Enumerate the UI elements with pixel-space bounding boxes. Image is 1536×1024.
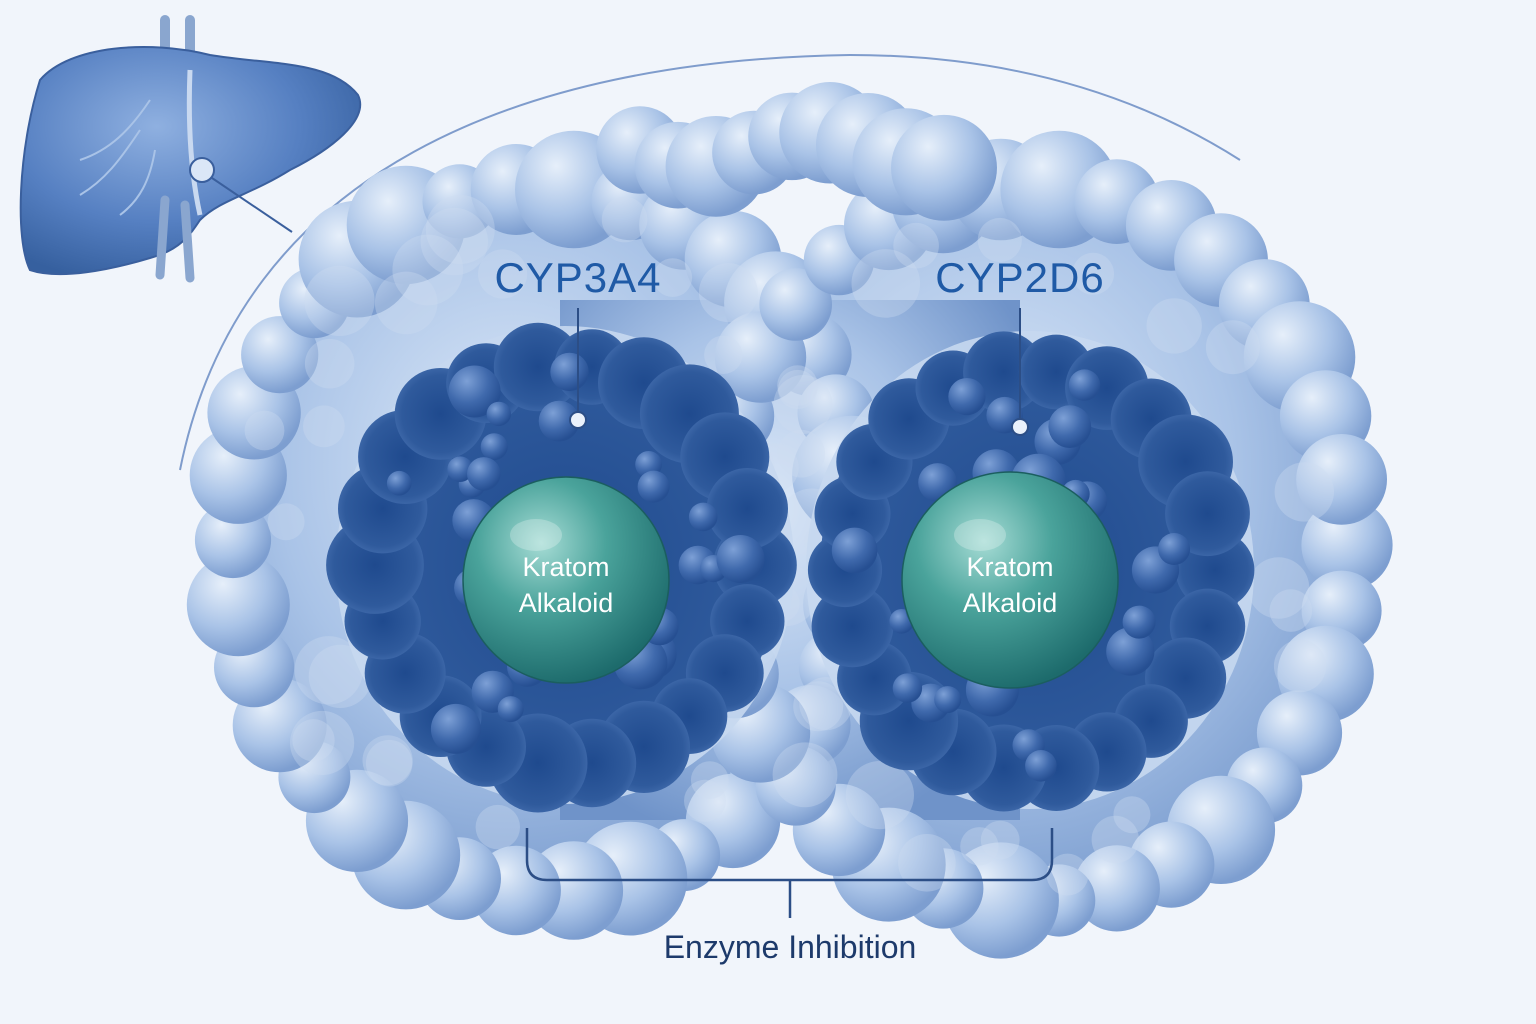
surface-texture (476, 805, 520, 849)
surface-texture (1274, 640, 1326, 692)
ligand-highlight (954, 519, 1006, 551)
pocket-residue (893, 673, 922, 702)
ligand-label-left-line2: Alkaloid (519, 588, 614, 618)
surface-texture (981, 821, 1020, 860)
surface-texture (1270, 589, 1313, 632)
surface-texture (1206, 320, 1260, 374)
surface-texture (898, 834, 956, 892)
surface-texture (375, 272, 438, 335)
surface-texture (304, 266, 374, 336)
enzyme-label-cyp2d6: CYP2D6 (935, 254, 1104, 301)
surface-texture (1275, 462, 1334, 521)
pocket-residue (717, 535, 765, 583)
pocket-residue (832, 528, 878, 574)
ligand-label-right-line1: Kratom (966, 552, 1053, 582)
pocket-residue (689, 503, 718, 532)
pocket-residue (498, 696, 524, 722)
caption-enzyme-inhibition: Enzyme Inhibition (664, 929, 917, 965)
surface-texture (846, 761, 914, 829)
ligand-highlight (510, 519, 562, 551)
pocket-residue (934, 686, 961, 713)
ligand-label-right-line2: Alkaloid (963, 588, 1058, 618)
surface-texture (366, 740, 413, 787)
surface-texture (245, 411, 285, 451)
pocket-residue (481, 433, 508, 460)
surface-texture (773, 742, 838, 807)
surface-texture (268, 503, 305, 540)
surface-texture (699, 263, 758, 322)
pocket-residue (1048, 405, 1091, 448)
pointer-dot-left (570, 412, 586, 428)
surface-texture (305, 339, 355, 389)
surface-texture (684, 780, 726, 822)
surface-texture (303, 405, 345, 447)
surface-texture (292, 719, 334, 761)
pocket-residue (487, 402, 511, 426)
ligand-label-left-line1: Kratom (522, 552, 609, 582)
pocket-residue (1123, 606, 1156, 639)
pocket-residue (1069, 369, 1100, 400)
pocket-residue (1158, 533, 1190, 565)
pocket-residue (1025, 750, 1057, 782)
pocket-residue (431, 704, 481, 754)
surface-bump (891, 115, 997, 221)
surface-texture (704, 336, 742, 374)
pointer-dot-right (1012, 419, 1028, 435)
pocket-residue (467, 457, 501, 491)
surface-texture (426, 195, 495, 264)
pocket-residue (948, 378, 985, 415)
surface-texture (602, 197, 648, 243)
pocket-residue (387, 471, 412, 496)
surface-texture (774, 375, 833, 434)
surface-texture (1147, 298, 1202, 353)
pocket-residue (550, 353, 588, 391)
surface-texture (852, 249, 921, 318)
surface-texture (1092, 816, 1139, 863)
enzyme-label-cyp3a4: CYP3A4 (494, 254, 661, 301)
pocket-residue (638, 471, 670, 503)
